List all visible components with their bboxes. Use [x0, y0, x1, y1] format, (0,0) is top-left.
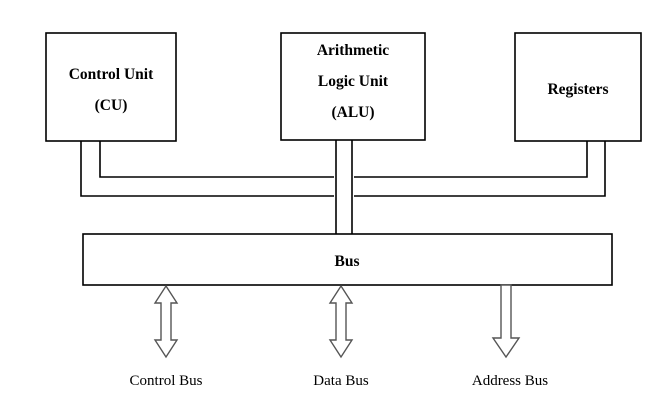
registers-box[interactable]: [514, 32, 642, 142]
control-unit-box[interactable]: [45, 32, 177, 142]
alu-label-line2: Logic Unit: [318, 73, 389, 90]
connector-cu-outer: [80, 141, 334, 197]
connector-registers-inner: [354, 141, 588, 178]
control-bus-caption: Control Bus: [130, 373, 203, 389]
connector-cu-inner: [99, 141, 334, 178]
control-unit-label-line1: Control Unit: [69, 66, 154, 83]
alu-label-line1: Arithmetic: [317, 42, 389, 59]
block-arithmetic-logic-unit[interactable]: Arithmetic Logic Unit (ALU): [280, 32, 426, 141]
system-bus-label: Bus: [335, 253, 360, 270]
block-control-unit[interactable]: Control Unit (CU): [45, 32, 177, 142]
system-bus[interactable]: Bus: [82, 233, 613, 286]
alu-label-line3: (ALU): [331, 104, 374, 121]
block-registers[interactable]: Registers: [514, 32, 642, 142]
data-bus-caption: Data Bus: [313, 373, 369, 389]
arithmetic-logic-unit-box[interactable]: [280, 32, 426, 141]
connector-registers-outer: [354, 141, 606, 197]
control-unit-label-line2: (CU): [95, 97, 128, 114]
system-bus-box[interactable]: [82, 233, 613, 286]
data-bus-arrow[interactable]: [328, 284, 354, 359]
address-bus-caption: Address Bus: [472, 373, 548, 389]
control-bus-arrow[interactable]: [153, 284, 179, 359]
address-bus-arrow[interactable]: [491, 284, 521, 359]
registers-label: Registers: [547, 81, 608, 98]
